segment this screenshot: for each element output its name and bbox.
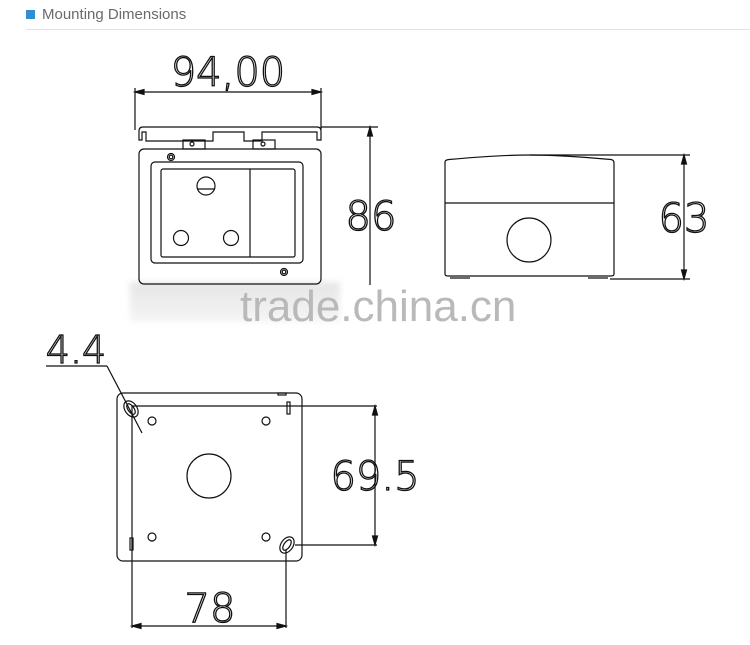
section-title: Mounting Dimensions <box>42 5 187 23</box>
image-shadow <box>130 282 340 322</box>
header-divider <box>26 29 750 30</box>
depth-dimension-label: 63 <box>659 196 710 242</box>
watermark: trade.china.cn <box>240 282 517 331</box>
bullet-square-icon <box>26 9 35 19</box>
horizontal-spacing-label: 78 <box>185 586 236 632</box>
front-view <box>132 88 378 285</box>
section-header: Mounting Dimensions <box>26 3 186 25</box>
vertical-spacing-label: 69.5 <box>330 454 419 500</box>
hole-diameter-label: 4.4 <box>46 328 106 372</box>
height-dimension-label: 86 <box>346 194 397 240</box>
width-dimension-label: 94,00 <box>171 50 286 96</box>
rear-view <box>46 365 379 630</box>
side-view <box>444 152 690 282</box>
